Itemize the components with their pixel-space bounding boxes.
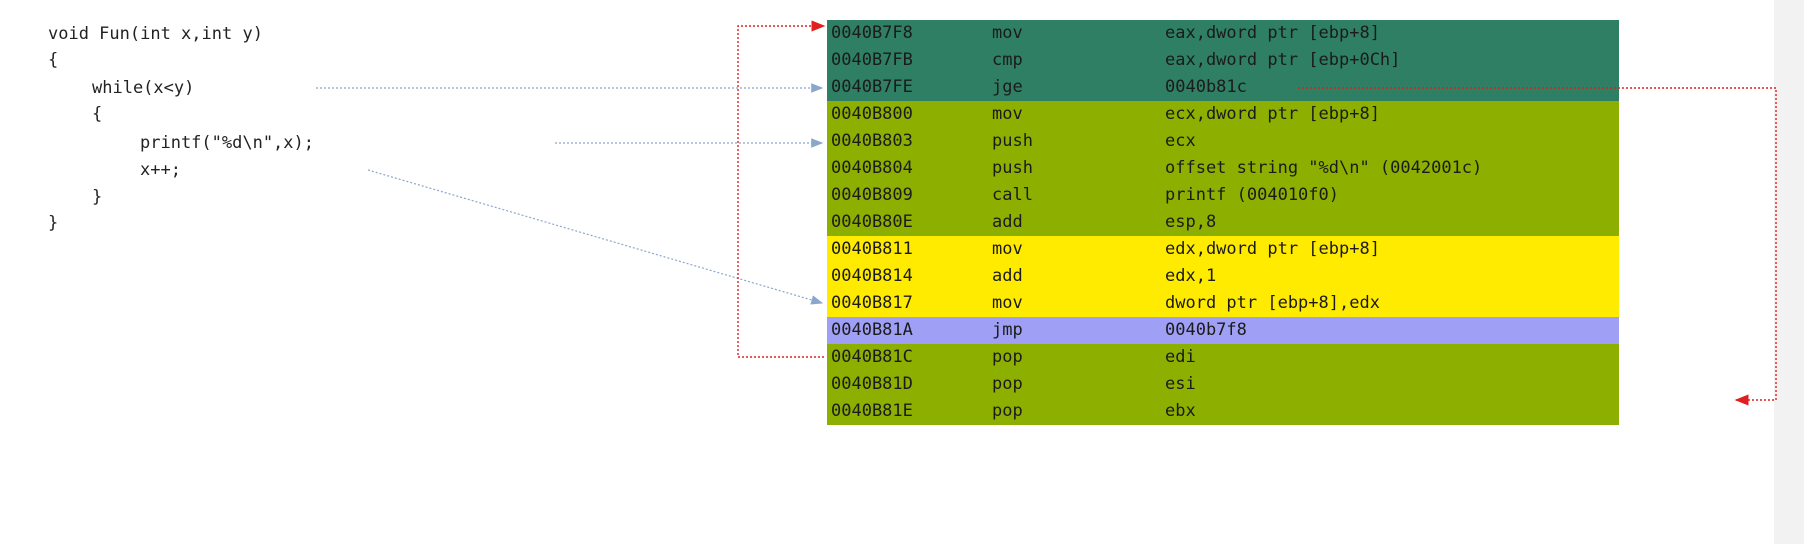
asm-opcode: mov (992, 293, 1023, 313)
asm-row: 0040B7FB cmp eax,dword ptr [ebp+0Ch] (827, 47, 1619, 74)
asm-opcode: add (992, 266, 1023, 286)
asm-address: 0040B7F8 (831, 23, 913, 43)
asm-opcode: pop (992, 374, 1023, 394)
asm-opcode: jmp (992, 320, 1023, 340)
asm-opcode: pop (992, 401, 1023, 421)
asm-opcode: jge (992, 77, 1023, 97)
right-edge-strip (1774, 0, 1804, 544)
asm-row: 0040B811 mov edx,dword ptr [ebp+8] (827, 236, 1619, 263)
asm-operands: esp,8 (1165, 212, 1217, 232)
asm-address: 0040B809 (831, 185, 913, 205)
asm-address: 0040B817 (831, 293, 913, 313)
asm-opcode: mov (992, 23, 1023, 43)
asm-operands: offset string "%d\n" (0042001c) (1165, 158, 1483, 178)
asm-operands: edi (1165, 347, 1196, 367)
asm-address: 0040B81A (831, 320, 913, 340)
asm-address: 0040B7FE (831, 77, 913, 97)
asm-row: 0040B81C pop edi (827, 344, 1619, 371)
arrow-jmp-back-to-loop-start (737, 20, 826, 358)
asm-opcode: add (992, 212, 1023, 232)
code-line-close-brace: } (48, 213, 59, 233)
asm-operands: edx,dword ptr [ebp+8] (1165, 239, 1380, 259)
asm-operands: ecx (1165, 131, 1196, 151)
asm-operands: ecx,dword ptr [ebp+8] (1165, 104, 1380, 124)
asm-operands: eax,dword ptr [ebp+8] (1165, 23, 1380, 43)
asm-opcode: cmp (992, 50, 1023, 70)
asm-address: 0040B804 (831, 158, 913, 178)
asm-address: 0040B811 (831, 239, 913, 259)
source-code-panel: void Fun(int x,int y) { while(x<y) { pri… (0, 0, 700, 544)
asm-opcode: pop (992, 347, 1023, 367)
asm-operands: eax,dword ptr [ebp+0Ch] (1165, 50, 1401, 70)
arrow-increment-to-add (367, 169, 824, 305)
asm-row: 0040B7F8 mov eax,dword ptr [ebp+8] (827, 20, 1619, 47)
code-line-increment: x++; (140, 160, 181, 180)
asm-operands: esi (1165, 374, 1196, 394)
asm-operands: edx,1 (1165, 266, 1217, 286)
asm-row: 0040B814 add edx,1 (827, 263, 1619, 290)
asm-row: 0040B80E add esp,8 (827, 209, 1619, 236)
asm-row: 0040B81D pop esi (827, 371, 1619, 398)
asm-address: 0040B81E (831, 401, 913, 421)
asm-operands: printf (004010f0) (1165, 185, 1339, 205)
code-line-while-close-brace: } (92, 187, 103, 207)
code-line-while-open-brace: { (92, 104, 103, 124)
asm-opcode: push (992, 131, 1033, 151)
asm-row: 0040B809 call printf (004010f0) (827, 182, 1619, 209)
asm-row: 0040B81E pop ebx (827, 398, 1619, 425)
asm-row: 0040B804 push offset string "%d\n" (004200… (827, 155, 1619, 182)
arrow-jge-to-exit (1298, 87, 1777, 406)
asm-opcode: push (992, 158, 1033, 178)
asm-opcode: call (992, 185, 1033, 205)
asm-operands: dword ptr [ebp+8],edx (1165, 293, 1380, 313)
asm-operands: ebx (1165, 401, 1196, 421)
asm-address: 0040B800 (831, 104, 913, 124)
asm-operands: 0040b81c (1165, 77, 1247, 97)
asm-address: 0040B814 (831, 266, 913, 286)
asm-address: 0040B803 (831, 131, 913, 151)
asm-address: 0040B7FB (831, 50, 913, 70)
asm-opcode: mov (992, 239, 1023, 259)
code-line-open-brace: { (48, 50, 59, 70)
asm-row: 0040B81A jmp 0040b7f8 (827, 317, 1619, 344)
disassembly-table: 0040B7F8 mov eax,dword ptr [ebp+8] 0040B7FB… (827, 20, 1619, 425)
code-line-signature: void Fun(int x,int y) (48, 24, 263, 44)
asm-operands: 0040b7f8 (1165, 320, 1247, 340)
code-line-while: while(x<y) (92, 78, 195, 98)
asm-address: 0040B81C (831, 347, 913, 367)
asm-address: 0040B81D (831, 374, 913, 394)
asm-opcode: mov (992, 104, 1023, 124)
asm-row: 0040B803 push ecx (827, 128, 1619, 155)
asm-address: 0040B80E (831, 212, 913, 232)
asm-row: 0040B817 mov dword ptr [ebp+8],edx (827, 290, 1619, 317)
code-line-printf: printf("%d\n",x); (140, 133, 314, 153)
asm-row: 0040B800 mov ecx,dword ptr [ebp+8] (827, 101, 1619, 128)
